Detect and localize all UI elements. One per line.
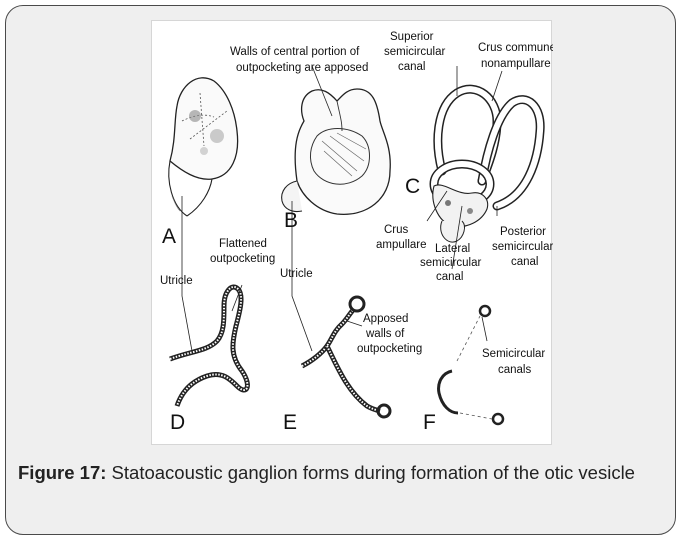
panel-letter-a: A [162,225,176,248]
label-flattened-2: outpocketing [210,253,275,265]
label-utricle-mid: Utricle [280,268,313,280]
label-walls-2: outpocketing are apposed [236,62,368,74]
drawing-c [433,89,540,242]
panel-letter-e: E [283,411,297,434]
panel-letter-b: B [284,209,298,232]
drawing-a [169,78,238,216]
label-posterior-1: Posterior [500,226,546,238]
label-superior-1: Superior [390,31,434,43]
otic-vesicle-diagram: A B C D E F Walls of central portion of … [152,21,553,446]
panel-letter-c: C [405,175,420,198]
label-crus-ampullare-2: ampullare [376,239,427,251]
panel-letter-f: F [423,411,436,434]
label-lateral-1: Lateral [435,243,470,255]
figure-caption: Figure 17: Statoacoustic ganglion forms … [18,459,663,486]
label-superior-2: semicircular [384,46,446,58]
drawing-d [170,287,247,406]
drawing-f [439,306,503,424]
figure-card: A B C D E F Walls of central portion of … [5,5,676,535]
label-semicircular-canals-2: canals [498,364,531,376]
label-posterior-2: semicircular [492,241,553,253]
drawing-b [282,89,391,214]
caption-label: Figure 17: [18,462,106,483]
caption-text: Statoacoustic ganglion forms during form… [106,462,635,483]
label-lateral-3: canal [436,271,464,283]
panel-letter-d: D [170,411,185,434]
label-crus-commune-1: Crus commune [478,42,553,54]
label-apposed-2: walls of [365,328,405,340]
figure-image: A B C D E F Walls of central portion of … [151,20,552,445]
label-utricle-left: Utricle [160,275,193,287]
label-lateral-2: semicircular [420,257,482,269]
label-crus-ampullare-1: Crus [384,224,409,236]
label-crus-commune-2: nonampullare [481,58,551,70]
label-superior-3: canal [398,61,426,73]
label-apposed-1: Apposed [363,313,408,325]
label-posterior-3: canal [511,256,539,268]
label-walls-1: Walls of central portion of [230,46,360,58]
label-flattened-1: Flattened [219,238,267,250]
label-apposed-3: outpocketing [357,343,422,355]
label-semicircular-canals-1: Semicircular [482,348,545,360]
